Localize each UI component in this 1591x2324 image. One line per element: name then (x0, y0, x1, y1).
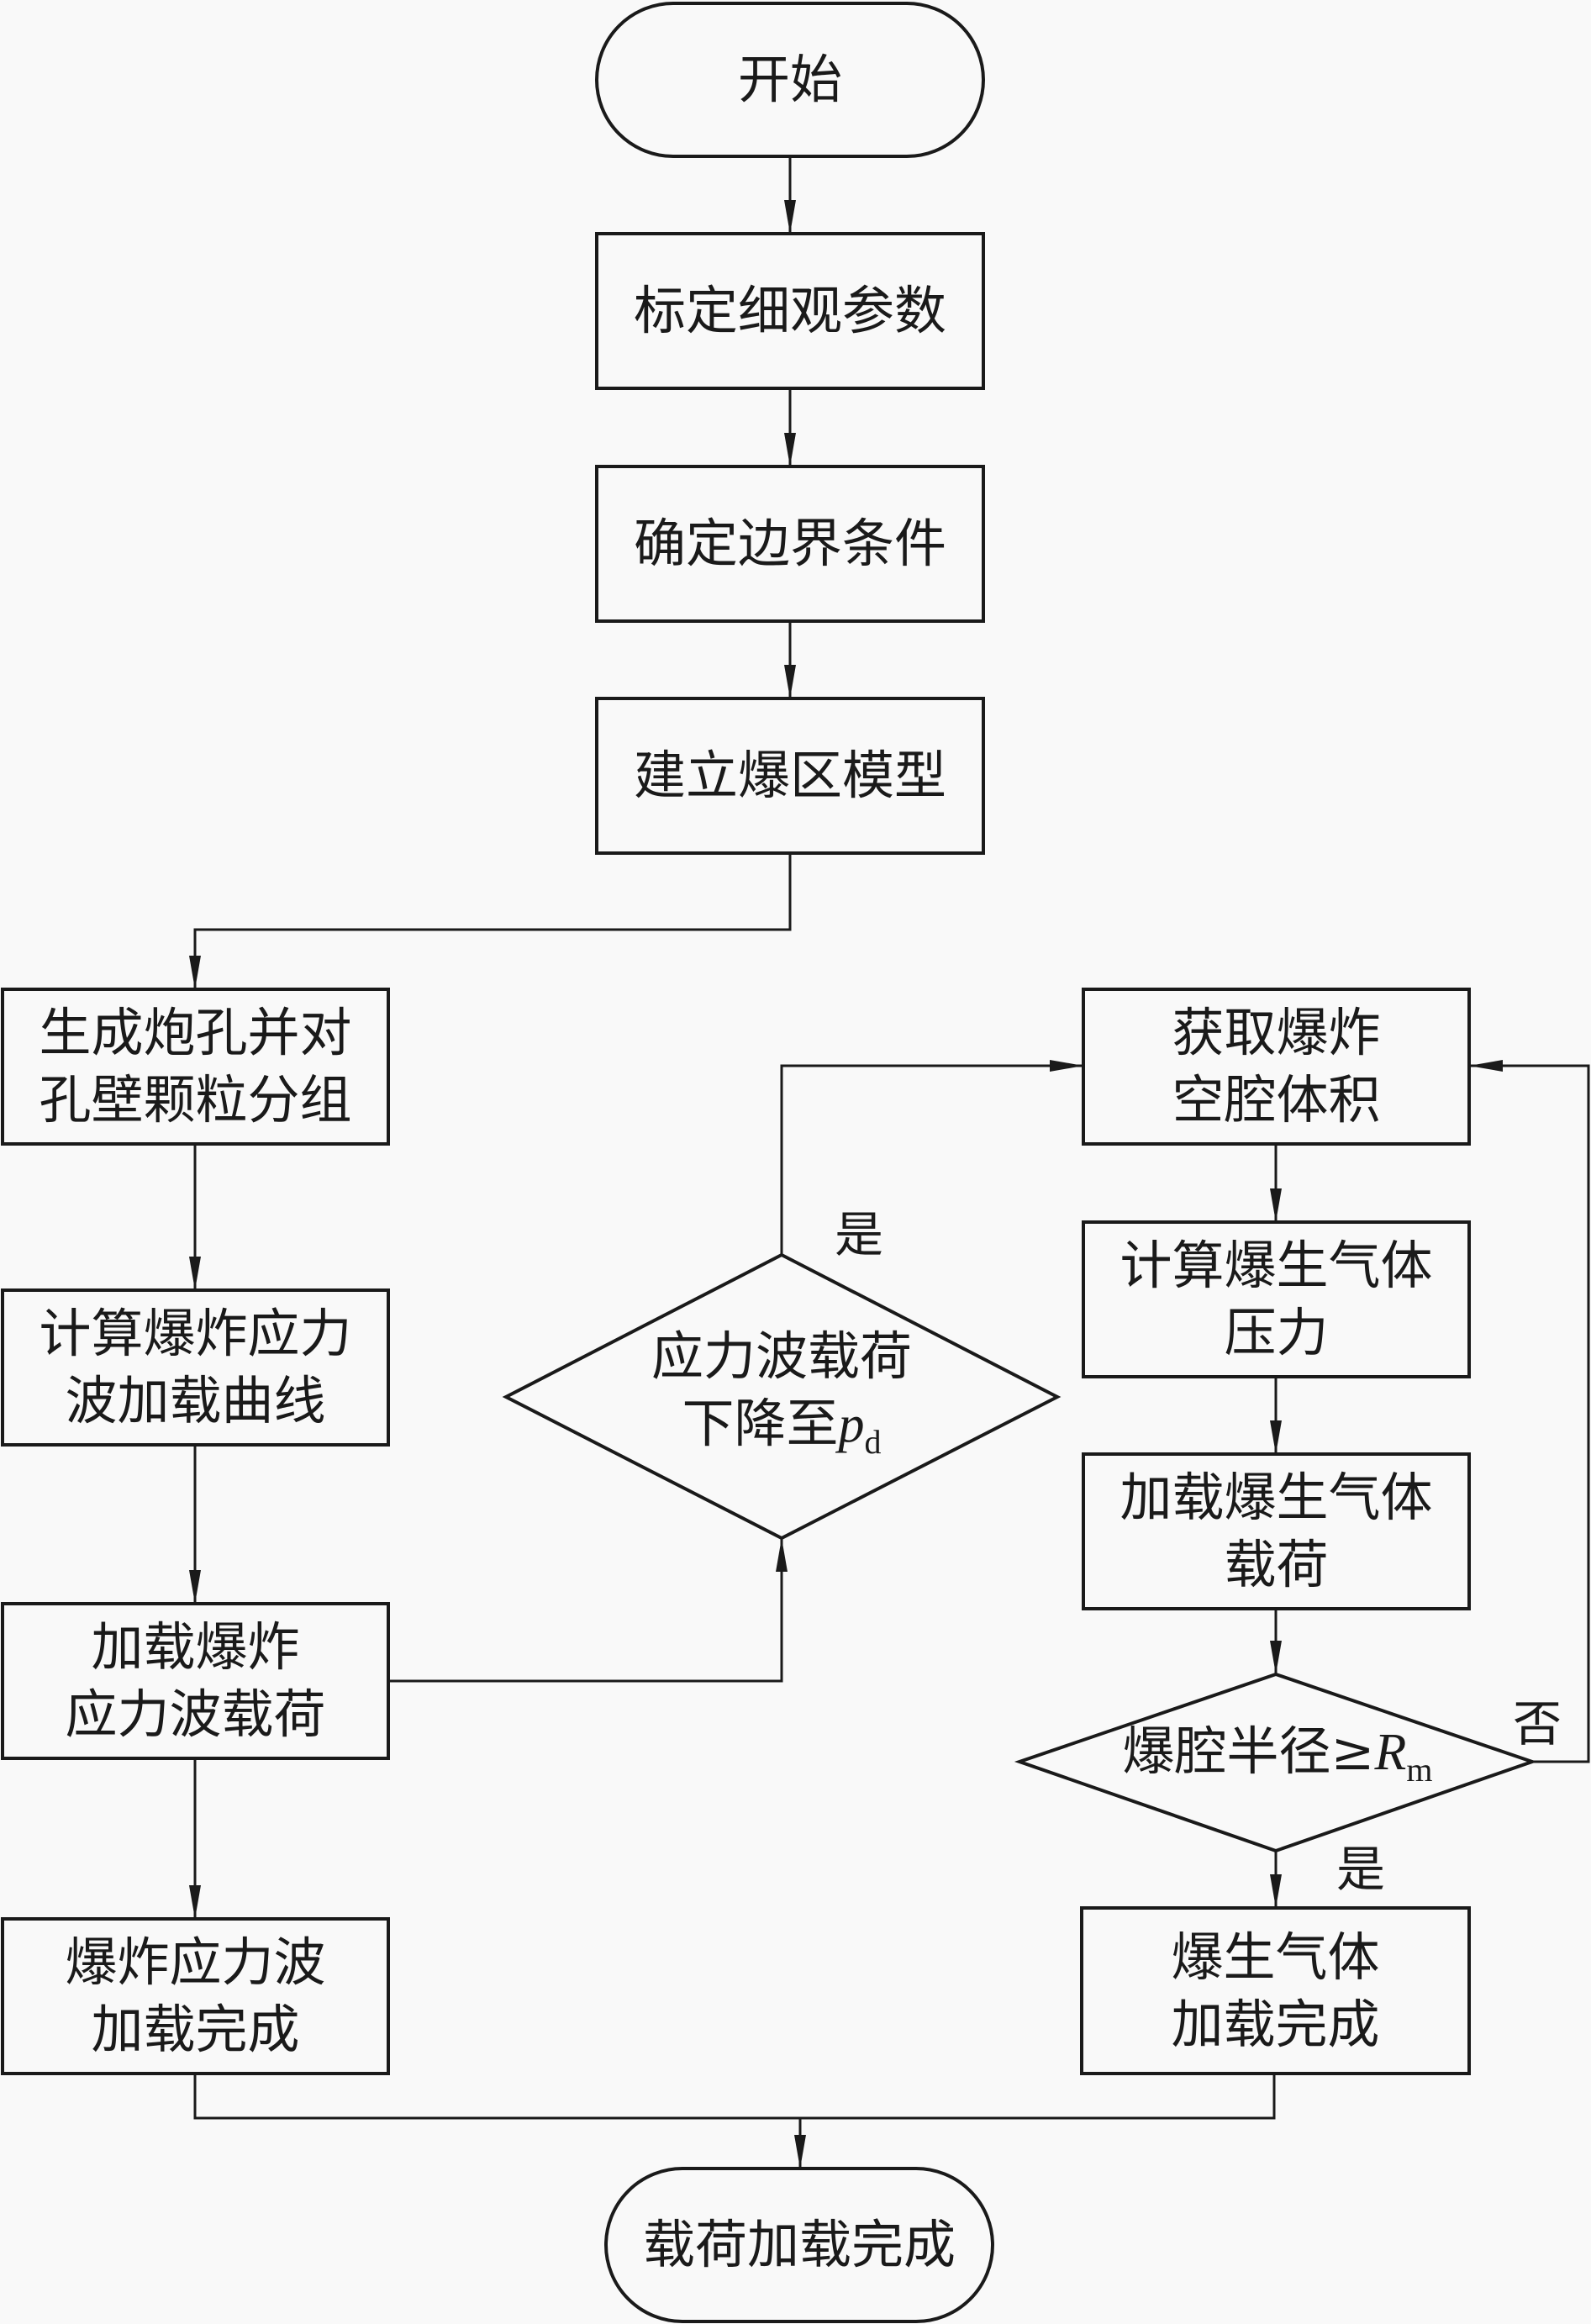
edge-label-stress-yes: 是 (835, 1206, 884, 1263)
end-terminal (604, 2167, 994, 2323)
edge-label-radius-no: 否 (1513, 1695, 1562, 1752)
cavity-volume-box (1082, 988, 1471, 1146)
arrow-decision-yes-to-cavity (780, 1060, 1083, 1255)
gas-pressure-box (1082, 1220, 1471, 1378)
stress-done-box (1, 1917, 390, 2075)
calibrate-box (595, 232, 985, 390)
arrow-radius-no-loop (1469, 1060, 1590, 1763)
edge-label-radius-yes: 是 (1336, 1841, 1386, 1898)
boundary-box (595, 465, 985, 623)
borehole-box (1, 988, 390, 1146)
decision-radius-diamond (1014, 1672, 1538, 1853)
gas-done-box (1080, 1906, 1471, 2075)
merge-line (193, 2074, 1276, 2120)
start-terminal (595, 2, 985, 158)
calc-curve-box (1, 1288, 390, 1447)
gas-load-box (1082, 1452, 1471, 1610)
model-box (595, 697, 985, 855)
arrow-load-to-decision (388, 1538, 788, 1683)
arrow-model-to-borehole (189, 853, 792, 989)
decision-stress-diamond (502, 1252, 1062, 1541)
load-stress-box (1, 1602, 390, 1760)
